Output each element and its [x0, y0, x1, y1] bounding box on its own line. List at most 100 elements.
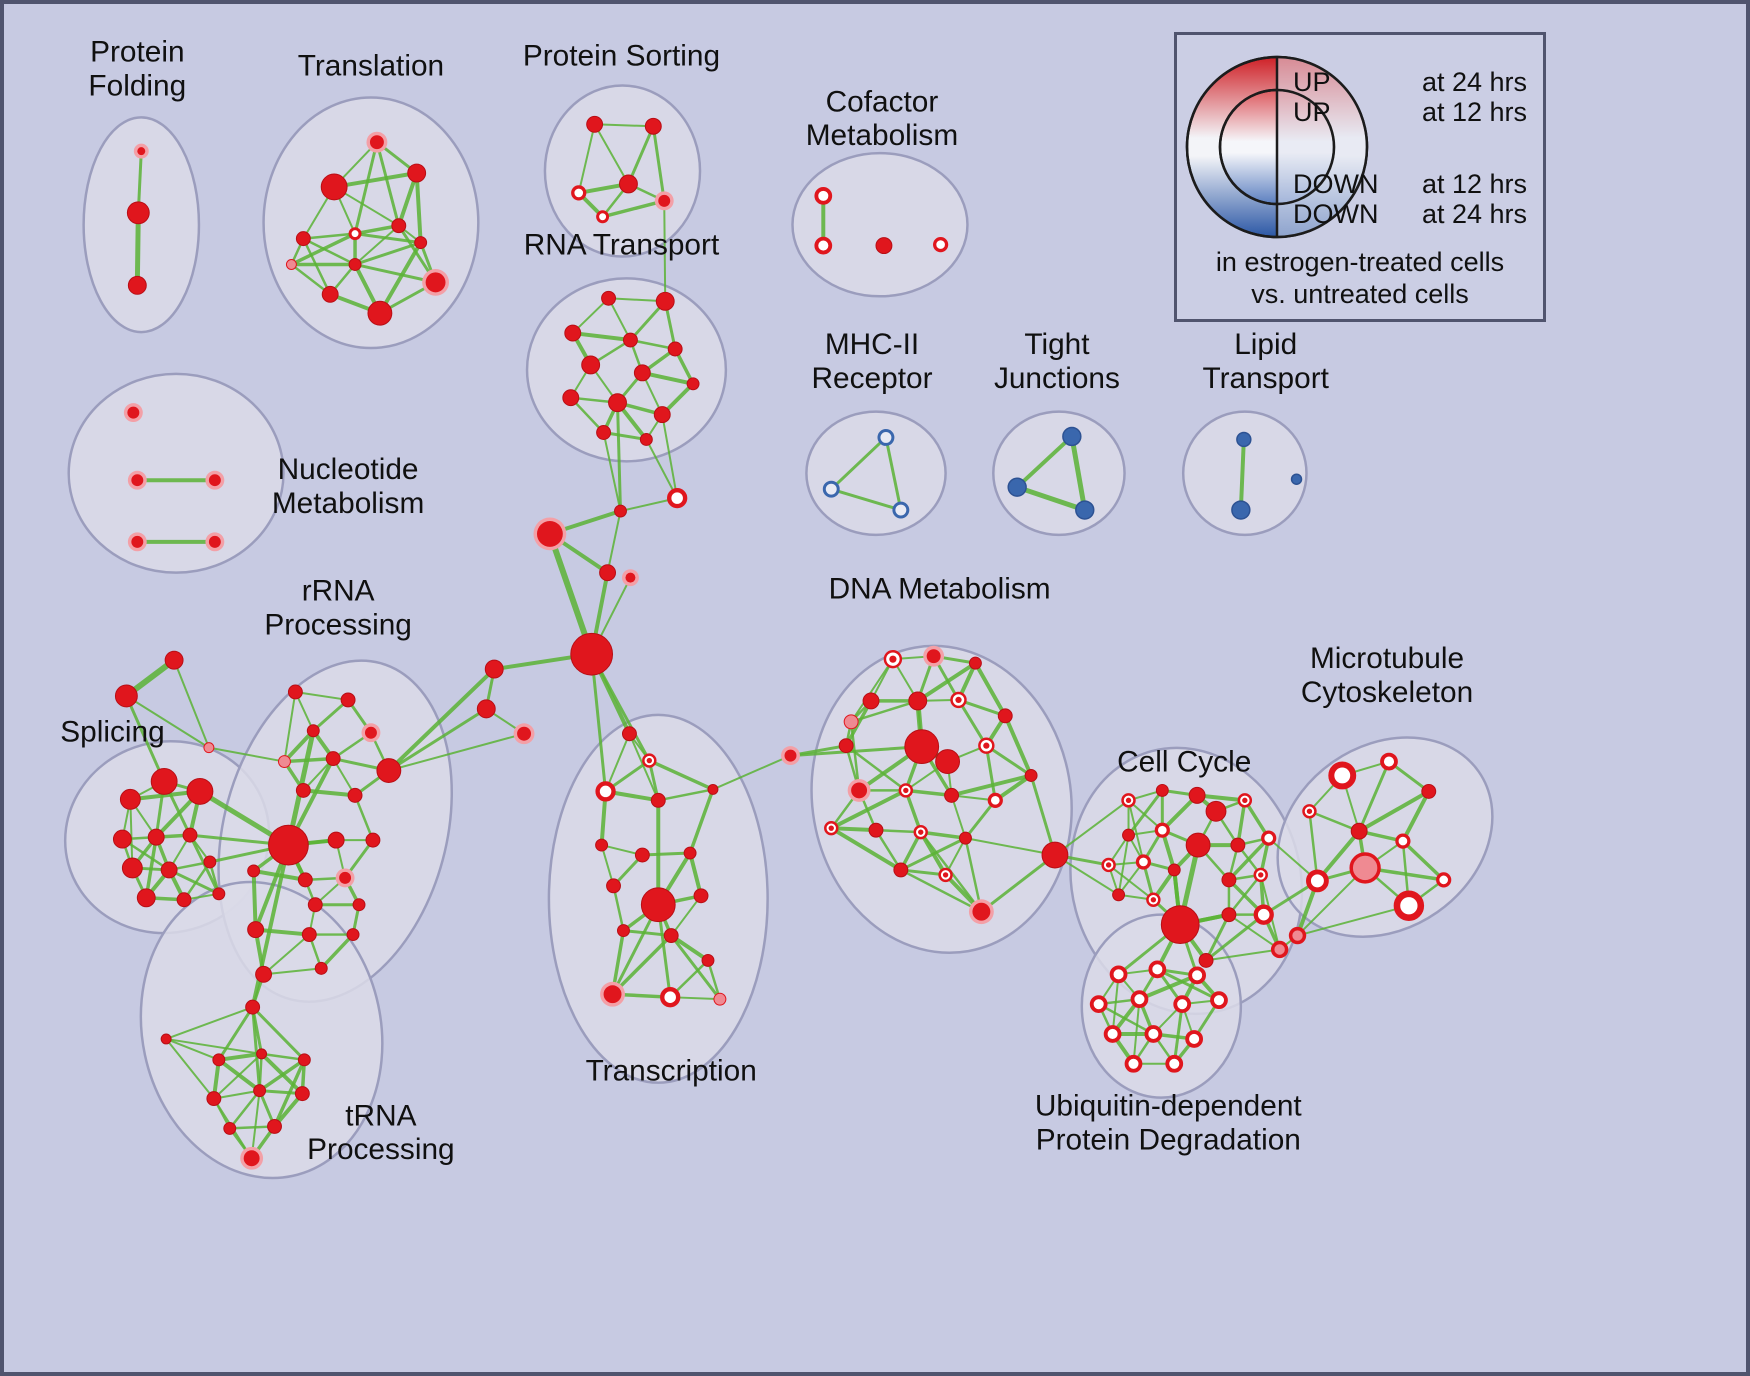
network-edge: [874, 828, 903, 872]
network-node: [987, 792, 1003, 808]
network-node: [223, 1121, 237, 1135]
network-edge: [628, 732, 660, 802]
network-edge: [593, 123, 655, 128]
network-edge: [283, 690, 297, 763]
network-edge: [129, 798, 134, 869]
network-node: [814, 236, 833, 255]
network-node: [1103, 1025, 1122, 1043]
network-edge: [165, 1037, 263, 1055]
cluster-label-microtubule: Cytoskeleton: [1301, 676, 1473, 709]
network-edge: [1357, 789, 1431, 834]
network-node: [1148, 960, 1167, 979]
network-node: [114, 684, 138, 708]
network-edge: [829, 487, 903, 512]
network-node: [707, 783, 719, 795]
network-edge: [165, 1037, 215, 1100]
network-node: [127, 532, 147, 552]
network-node: [877, 429, 895, 446]
network-edge: [829, 826, 878, 833]
network-node: [335, 868, 355, 888]
network-edge: [386, 667, 497, 773]
network-node: [1101, 857, 1116, 873]
network-edge: [251, 868, 308, 882]
network-node: [1167, 863, 1181, 877]
network-node: [347, 787, 363, 803]
network-node: [838, 738, 854, 754]
network-node: [950, 691, 967, 709]
network-node: [119, 788, 141, 810]
network-edge: [670, 894, 703, 937]
network-node: [1349, 852, 1381, 884]
network-node: [944, 787, 960, 803]
network-node: [1121, 793, 1136, 808]
network-edge: [904, 788, 923, 834]
network-edge: [1236, 798, 1247, 847]
network-node: [112, 829, 132, 849]
network-edge: [904, 788, 954, 798]
network-node: [600, 981, 625, 1007]
network-edge: [899, 868, 983, 913]
network-edge: [577, 123, 596, 194]
network-edge: [610, 933, 673, 996]
network-node: [1231, 500, 1251, 520]
network-edge: [294, 690, 350, 701]
network-node: [1270, 940, 1289, 959]
network-node: [824, 820, 839, 836]
network-node: [1221, 872, 1237, 888]
network-node: [160, 1033, 172, 1045]
network-edge: [829, 788, 908, 831]
network-node: [1236, 431, 1252, 448]
network-edge: [353, 140, 379, 236]
network-node: [127, 470, 147, 490]
network-edge: [228, 1125, 276, 1130]
network-node: [1024, 769, 1038, 782]
network-node: [321, 285, 339, 303]
network-node: [247, 921, 265, 939]
cluster-label-protein-sorting: Protein Sorting: [523, 40, 720, 73]
network-node: [1062, 426, 1082, 447]
network-edge: [984, 744, 997, 802]
cluster-ellipse-mhc2-receptor: [805, 410, 947, 537]
network-edge: [1069, 433, 1088, 513]
network-edge: [1204, 913, 1231, 962]
network-node: [959, 831, 972, 845]
network-edge: [899, 868, 948, 877]
network-node: [650, 792, 666, 808]
network-edge: [963, 798, 997, 840]
network-node: [348, 227, 362, 241]
network-edge: [602, 431, 622, 513]
cluster-ellipse-trna-processing: [139, 880, 384, 1180]
network-node: [150, 768, 178, 795]
network-edge: [706, 959, 722, 1001]
network-node: [1253, 867, 1268, 883]
network-edge: [125, 694, 210, 749]
network-node: [1237, 793, 1253, 808]
network-node: [513, 723, 535, 745]
network-node: [667, 487, 688, 509]
network-edge: [612, 884, 625, 932]
network-node: [701, 953, 715, 967]
cluster-label-nucleotide-metabolism: Nucleotide: [278, 453, 419, 486]
network-edge: [302, 232, 357, 240]
network-edge: [1117, 834, 1130, 896]
network-node: [182, 827, 198, 843]
network-node: [875, 237, 893, 255]
legend-footer-line1: in estrogen-treated cells: [1215, 247, 1505, 277]
network-node: [123, 403, 143, 423]
network-node: [614, 504, 627, 518]
network-node: [781, 746, 800, 766]
network-node: [205, 470, 225, 490]
network-node: [160, 861, 178, 879]
network-node: [633, 364, 651, 382]
network-node: [186, 777, 214, 805]
network-node: [893, 862, 909, 878]
network-edge: [629, 338, 677, 351]
network-node: [205, 532, 225, 552]
network-edge: [607, 297, 667, 303]
cluster-ellipse-nucleotide-metabolism: [67, 372, 285, 574]
network-edge: [1127, 788, 1164, 837]
cluster-label-splicing: Splicing: [60, 716, 164, 749]
cluster-ellipse-protein-folding: [82, 116, 201, 334]
network-node: [256, 1048, 268, 1060]
